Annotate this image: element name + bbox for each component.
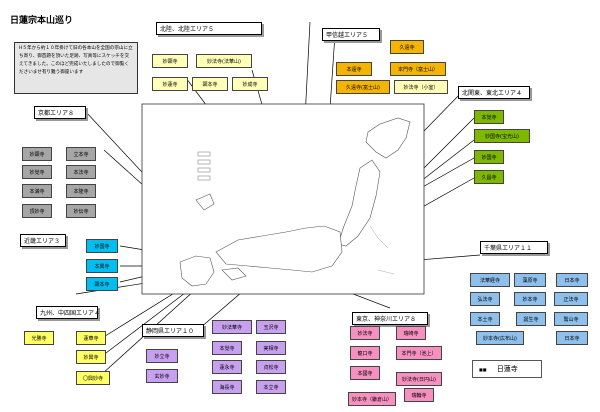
temple-tag[interactable]: 妙伝寺	[66, 204, 96, 218]
temple-tag[interactable]: 久昌寺	[474, 170, 504, 184]
temple-tag[interactable]: 妙成寺	[232, 77, 268, 91]
temple-tag[interactable]: 本覚寺	[212, 341, 242, 355]
temple-tag[interactable]: 立本寺	[66, 147, 96, 161]
temple-tag[interactable]: 光勝寺	[24, 331, 54, 345]
area-header-tohoku: 北関東、東北エリア４	[458, 86, 530, 99]
temple-tag[interactable]: 龍口寺	[350, 346, 380, 360]
temple-tag[interactable]: 妙顕寺	[152, 54, 188, 68]
temple-tag[interactable]: 本遠寺	[336, 62, 372, 76]
temple-tag[interactable]: 蓮永寺	[212, 360, 242, 374]
temple-tag[interactable]: 蓮華寺	[76, 331, 106, 345]
temple-tag[interactable]: 久遠寺	[390, 40, 424, 54]
temple-tag[interactable]: 本覚寺	[474, 110, 504, 124]
temple-tag[interactable]: 弘法寺	[470, 292, 500, 306]
temple-tag[interactable]: 本興寺	[86, 259, 118, 273]
temple-tag[interactable]: 本立寺	[256, 380, 286, 394]
intro-text: H５年から約１０年掛けて旧の各本山を全国の宗山に立ち寄り、御首題を頂いた足跡、写…	[14, 42, 138, 94]
temple-tag[interactable]: 久遠寺(富士山)	[336, 80, 390, 94]
temple-tag[interactable]: 妙本寺	[514, 292, 546, 306]
temple-tag[interactable]: 妙興寺	[76, 350, 106, 364]
temple-tag[interactable]: 本國寺	[350, 366, 380, 380]
temple-tag[interactable]: 妙本寺（鎌倉山）	[348, 392, 396, 406]
area-header-hokuriku: 北陸、北陸エリア５	[156, 22, 262, 35]
temple-tag[interactable]: 妙法寺(法華山)	[196, 54, 252, 68]
temple-tag[interactable]: 鷲山寺	[554, 312, 588, 326]
temple-tag[interactable]: 藻原寺	[514, 273, 546, 287]
temple-tag[interactable]: 妙国寺(宝光山)	[474, 129, 530, 143]
area-header-shizuoka: 静岡県エリア１０	[142, 324, 204, 337]
temple-tag[interactable]: 妙法寺	[350, 326, 380, 340]
temple-tag[interactable]: 玉沢寺	[256, 320, 286, 334]
temple-tag[interactable]: 妙覚寺	[22, 165, 52, 179]
temple-tag[interactable]: 法華経寺	[470, 273, 510, 287]
temple-tag[interactable]: 瑞輪寺	[404, 388, 434, 402]
temple-tag[interactable]: 本満寺	[22, 184, 52, 198]
temple-tag[interactable]: 妙国寺	[474, 150, 504, 164]
area-header-tokyo: 東京、神奈川エリア８	[352, 312, 428, 325]
area-header-chiba: 千葉県エリア１１	[480, 241, 548, 254]
temple-tag[interactable]: 瑞崎寺	[396, 326, 426, 340]
temple-tag[interactable]: 妙蓮寺	[152, 77, 188, 91]
area-header-kinki: 近畿エリア３	[20, 234, 66, 247]
temple-tag[interactable]: 頂妙寺	[22, 204, 52, 218]
page-title: 日蓮宗本山巡り	[10, 16, 74, 26]
legend-symbol: ■■	[479, 367, 487, 372]
temple-tag[interactable]: 本門寺（池上）	[396, 346, 442, 360]
temple-tag[interactable]: 実相寺	[256, 341, 286, 355]
temple-tag[interactable]: 日本寺	[556, 273, 588, 287]
temple-tag[interactable]: 本門寺（富士山）	[390, 62, 446, 76]
temple-tag[interactable]: 妙法華寺	[212, 320, 252, 334]
temple-tag[interactable]: 妙本寺(広布山)	[476, 331, 524, 345]
area-header-kyoto: 京都エリア８	[34, 106, 86, 119]
temple-tag[interactable]: 〇興妙寺	[76, 371, 110, 385]
temple-tag[interactable]: 本土寺	[470, 312, 500, 326]
temple-tag[interactable]: 妙法寺(日円山)	[396, 372, 442, 386]
temple-tag[interactable]: 本隆寺	[66, 184, 96, 198]
temple-tag[interactable]: 妙法寺（小室）	[394, 80, 448, 94]
temple-tag[interactable]: 妙立寺	[146, 349, 178, 363]
temple-tag[interactable]: 誕生寺	[516, 312, 546, 326]
temple-tag[interactable]: 正法寺	[554, 292, 588, 306]
temple-tag[interactable]: 海長寺	[212, 380, 242, 394]
temple-tag[interactable]: 顕本寺	[192, 77, 228, 91]
area-header-koshin: 甲信越エリア５	[322, 28, 380, 41]
legend-label: 日蓮寺	[496, 365, 518, 373]
temple-tag[interactable]: 妙国寺	[86, 239, 118, 253]
temple-tag[interactable]: 貞松寺	[256, 360, 286, 374]
temple-tag[interactable]: 玄妙寺	[146, 369, 178, 383]
temple-tag[interactable]: 本法寺	[66, 165, 96, 179]
temple-tag[interactable]: 日本寺	[556, 331, 588, 345]
temple-tag[interactable]: 顕本寺	[86, 277, 118, 291]
legend: ■■ 日蓮寺	[472, 360, 542, 378]
temple-tag[interactable]: 妙顕寺	[22, 147, 52, 161]
area-header-kyushu: 九州、中四国エリア４	[36, 306, 100, 319]
